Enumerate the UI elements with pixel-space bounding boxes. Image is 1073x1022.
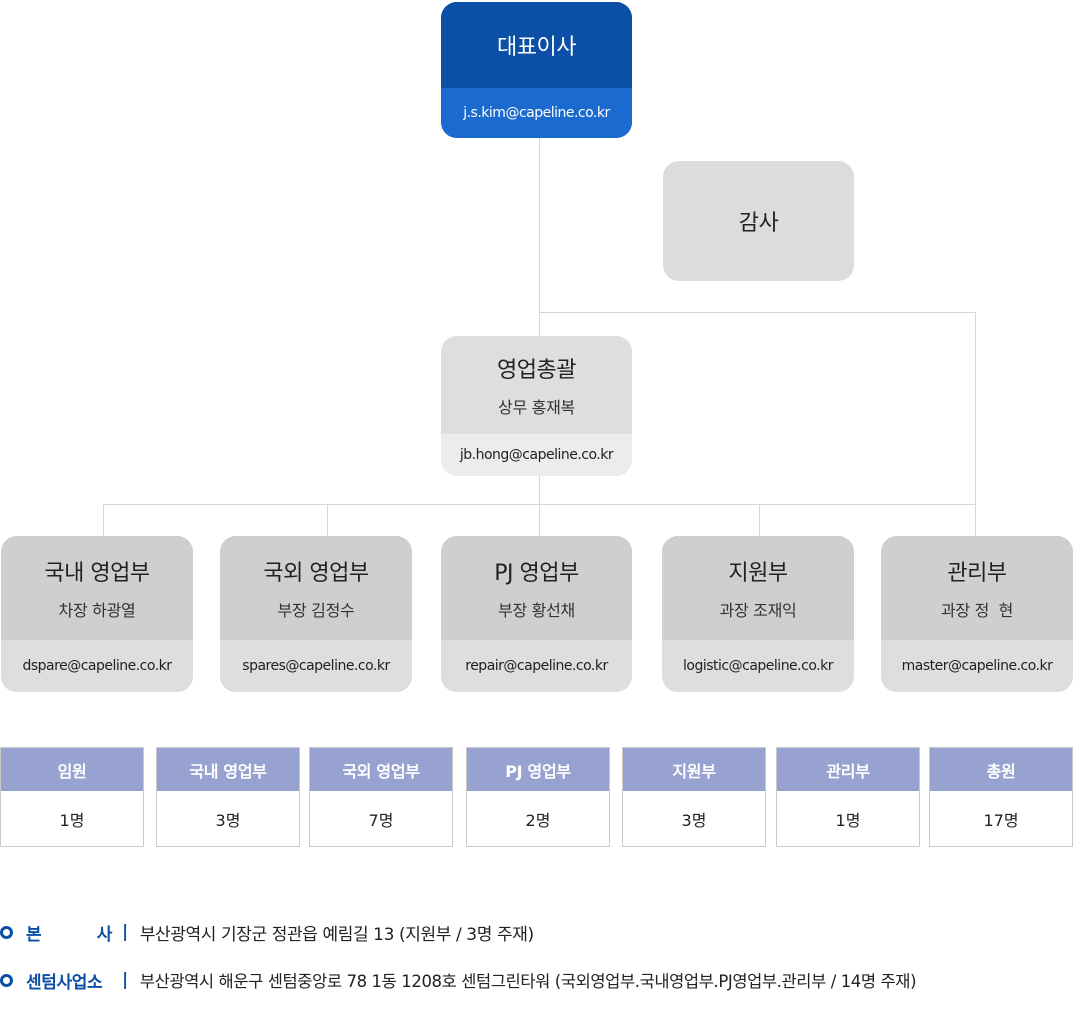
headcount-value: 2명 — [525, 810, 551, 830]
headcount-label: 총원 — [930, 748, 1072, 791]
connector-dept-1 — [103, 504, 104, 536]
audit-node: 감사 — [663, 161, 854, 281]
dept-title: 관리부 — [947, 561, 1007, 586]
address-separator: | — [122, 922, 128, 942]
address-text: 부산광역시 기장군 정관읍 예림길 13 (지원부 / 3명 주재) — [139, 924, 534, 945]
dept-email: dspare@capeline.co.kr — [1, 640, 193, 692]
sales-head-title: 영업총괄 — [497, 358, 576, 383]
circle-bullet-icon — [0, 973, 13, 987]
address-separator: | — [122, 970, 128, 990]
connector-sales-down — [539, 476, 540, 536]
headcount-label: 관리부 — [777, 748, 919, 791]
dept-email: repair@capeline.co.kr — [441, 640, 632, 692]
connector-dept-2 — [327, 504, 328, 536]
headcount-label: 임원 — [1, 748, 143, 791]
headcount-value: 1명 — [835, 810, 861, 830]
ceo-title: 대표이사 — [497, 35, 576, 60]
headcount-value: 1명 — [59, 810, 85, 830]
ceo-node: 대표이사 j.s.kim@capeline.co.kr — [441, 2, 632, 138]
dept-title: PJ 영업부 — [494, 561, 579, 586]
dept-email: logistic@capeline.co.kr — [662, 640, 854, 692]
address-centum-office: 센텀사업소 | 부산광역시 해운구 센텀중앙로 78 1동 1208호 센텀그린… — [0, 966, 917, 994]
address-label: 센텀사업소 — [26, 972, 103, 993]
dept-email: spares@capeline.co.kr — [220, 640, 412, 692]
headcount-cell-executives: 임원 1명 — [0, 747, 144, 847]
headcount-cell-overseas-sales: 국외 영업부 7명 — [309, 747, 453, 847]
audit-title: 감사 — [738, 211, 779, 236]
circle-bullet-icon — [0, 925, 13, 939]
sales-head-node: 영업총괄 상무 홍재복 jb.hong@capeline.co.kr — [441, 336, 632, 476]
dept-node-support: 지원부 과장 조재익 logistic@capeline.co.kr — [662, 536, 854, 692]
headcount-value: 3명 — [215, 810, 241, 830]
connector-ceo-down — [539, 138, 540, 336]
headcount-cell-domestic-sales: 국내 영업부 3명 — [156, 747, 300, 847]
headcount-cell-support: 지원부 3명 — [622, 747, 766, 847]
dept-node-domestic-sales: 국내 영업부 차장 하광열 dspare@capeline.co.kr — [1, 536, 193, 692]
headcount-label: 국내 영업부 — [157, 748, 299, 791]
dept-title: 국외 영업부 — [263, 561, 369, 586]
address-label: 본 사 — [26, 924, 112, 945]
headcount-label: 지원부 — [623, 748, 765, 791]
dept-person: 차장 하광열 — [58, 601, 136, 620]
dept-title: 국내 영업부 — [44, 561, 150, 586]
headcount-value: 3명 — [681, 810, 707, 830]
connector-dept-horizontal — [103, 504, 976, 505]
headcount-label: 국외 영업부 — [310, 748, 452, 791]
ceo-email: j.s.kim@capeline.co.kr — [441, 88, 632, 138]
dept-person: 부장 황선채 — [498, 601, 575, 620]
headcount-value: 17명 — [983, 810, 1019, 830]
headcount-label: PJ 영업부 — [467, 748, 609, 791]
connector-dept-4 — [759, 504, 760, 536]
headcount-cell-total: 총원 17명 — [929, 747, 1073, 847]
dept-node-management: 관리부 과장 정 현 master@capeline.co.kr — [881, 536, 1073, 692]
dept-node-overseas-sales: 국외 영업부 부장 김정수 spares@capeline.co.kr — [220, 536, 412, 692]
headcount-cell-pj-sales: PJ 영업부 2명 — [466, 747, 610, 847]
dept-node-pj-sales: PJ 영업부 부장 황선채 repair@capeline.co.kr — [441, 536, 632, 692]
connector-audit-right — [975, 312, 976, 536]
address-text: 부산광역시 해운구 센텀중앙로 78 1동 1208호 센텀그린타워 (국외영업… — [139, 972, 917, 991]
address-headquarters: 본 사 | 부산광역시 기장군 정관읍 예림길 13 (지원부 / 3명 주재) — [0, 918, 534, 946]
dept-email: master@capeline.co.kr — [881, 640, 1073, 692]
connector-audit-horizontal — [539, 312, 976, 313]
headcount-value: 7명 — [368, 810, 394, 830]
headcount-cell-management: 관리부 1명 — [776, 747, 920, 847]
dept-person: 부장 김정수 — [277, 601, 355, 620]
sales-head-person: 상무 홍재복 — [498, 398, 575, 417]
sales-head-email: jb.hong@capeline.co.kr — [441, 434, 632, 476]
dept-person: 과장 정 현 — [940, 601, 1014, 620]
dept-person: 과장 조재익 — [719, 601, 797, 620]
dept-title: 지원부 — [728, 561, 788, 586]
